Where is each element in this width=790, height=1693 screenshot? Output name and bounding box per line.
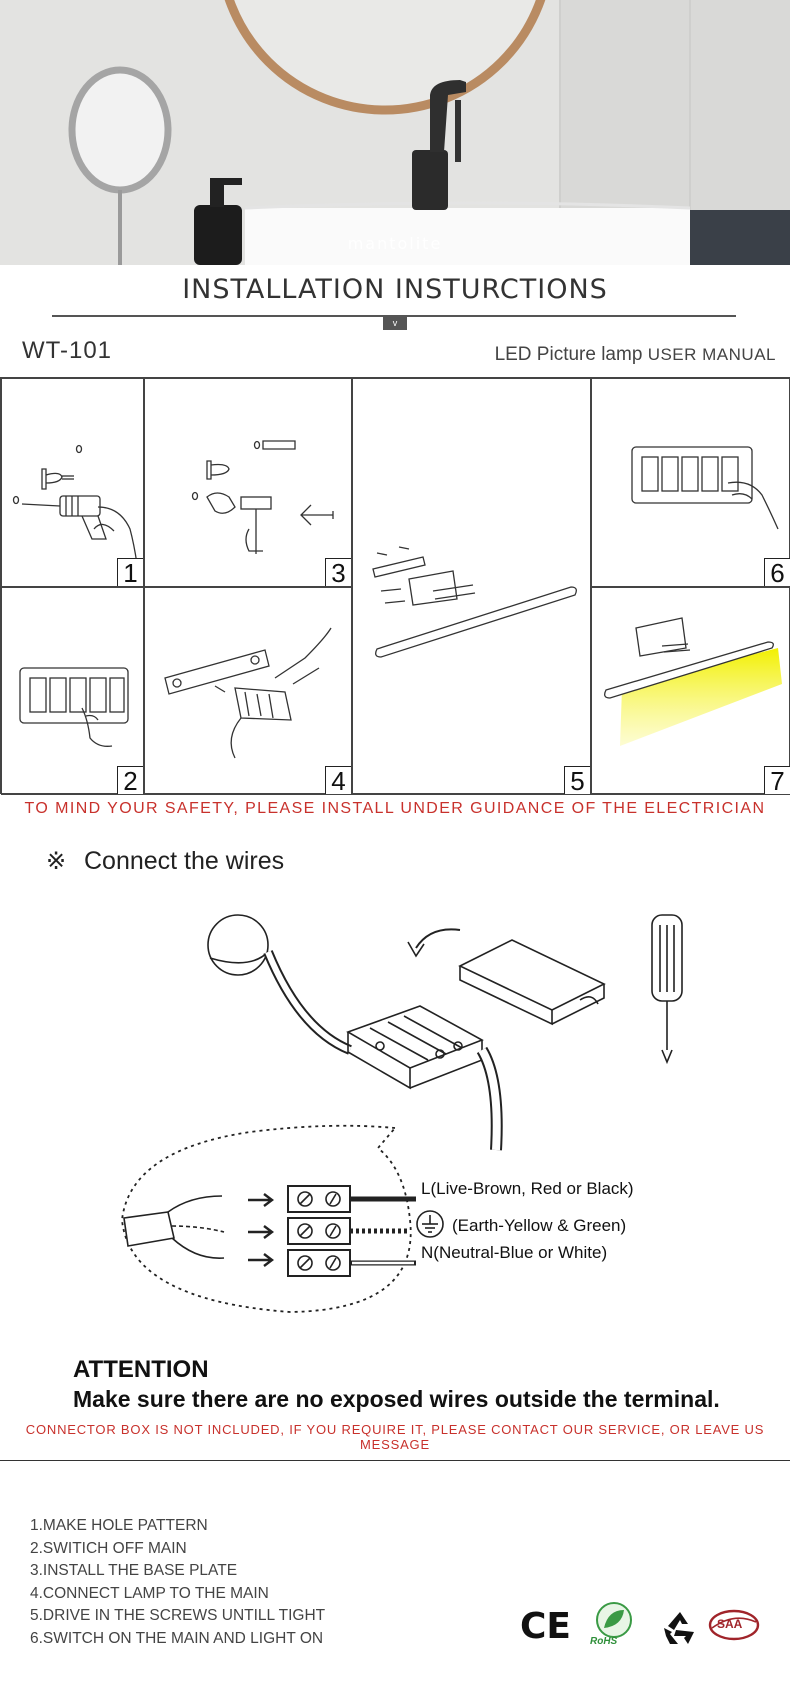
step-cell-1: 1 bbox=[1, 378, 144, 587]
list-item: 3.INSTALL THE BASE PLATE bbox=[30, 1562, 238, 1579]
connector-notice: CONNECTOR BOX IS NOT INCLUDED, IF YOU RE… bbox=[25, 1422, 765, 1452]
step-cell-2: 2 bbox=[1, 587, 144, 795]
manual-label: USER MANUAL bbox=[647, 345, 776, 364]
step-cell-6: 6 bbox=[591, 378, 790, 587]
wiring-diagram: L(Live-Brown, Red or Black) (Earth-Yello… bbox=[0, 900, 790, 1320]
certification-logos: CE RoHS SAA bbox=[520, 1600, 780, 1660]
neutral-wire-label: N(Neutral-Blue or White) bbox=[421, 1243, 608, 1262]
list-item: 1.MAKE HOLE PATTERN bbox=[30, 1517, 208, 1534]
step-number: 1 bbox=[117, 558, 143, 587]
ce-mark-icon: CE bbox=[520, 1606, 572, 1647]
connect-title: Connect the wires bbox=[84, 847, 285, 875]
reference-mark: ※ bbox=[46, 848, 67, 875]
saa-label: SAA bbox=[717, 1617, 743, 1631]
recycle-icon bbox=[664, 1612, 694, 1644]
page-title: INSTALLATION INSTURCTIONS bbox=[182, 274, 608, 305]
step-number: 6 bbox=[764, 558, 790, 587]
installation-steps-grid: 1 2 3 bbox=[0, 377, 790, 795]
hero-photo: mantolite bbox=[0, 0, 790, 265]
step-cell-3: 3 bbox=[144, 378, 352, 587]
list-item: 6.SWITCH ON THE MAIN AND LIGHT ON bbox=[30, 1629, 324, 1647]
rohs-leaf-icon bbox=[596, 1602, 632, 1638]
list-item: 5.DRIVE IN THE SCREWS UNTILL TIGHT bbox=[30, 1607, 326, 1624]
step-number: 5 bbox=[564, 766, 590, 795]
step-number: 4 bbox=[325, 766, 351, 795]
rohs-label: RoHS bbox=[590, 1636, 618, 1647]
section-divider bbox=[0, 1460, 790, 1461]
step-cell-5: 5 bbox=[352, 378, 591, 795]
step-number: 7 bbox=[764, 766, 790, 795]
earth-wire-label: (Earth-Yellow & Green) bbox=[452, 1216, 627, 1235]
product-name: LED Picture lamp bbox=[494, 344, 643, 365]
steps-list: 1.MAKE HOLE PATTERN 2.SWITICH OFF MAIN 3… bbox=[30, 1515, 325, 1650]
step-cell-7: 7 bbox=[591, 587, 790, 795]
attention-body: Make sure there are no exposed wires out… bbox=[73, 1386, 720, 1412]
title-tab: v bbox=[383, 317, 407, 330]
step-cell-4: 4 bbox=[144, 587, 352, 795]
list-item: 4.CONNECT LAMP TO THE MAIN bbox=[30, 1584, 269, 1602]
title-divider bbox=[52, 315, 736, 317]
list-item: 2.SWITICH OFF MAIN bbox=[30, 1539, 187, 1557]
live-wire-label: L(Live-Brown, Red or Black) bbox=[421, 1179, 634, 1198]
safety-notice: TO MIND YOUR SAFETY, PLEASE INSTALL UNDE… bbox=[24, 800, 766, 817]
attention-heading: ATTENTION bbox=[73, 1356, 209, 1383]
brand-watermark: mantolite bbox=[347, 234, 443, 253]
step-number: 2 bbox=[117, 766, 143, 795]
step-number: 3 bbox=[325, 558, 351, 587]
saa-approval-icon bbox=[708, 1609, 760, 1641]
model-number: WT-101 bbox=[22, 337, 113, 364]
connect-heading: ※ Connect the wires bbox=[46, 847, 284, 876]
product-heading: LED Picture lamp USER MANUAL bbox=[495, 344, 776, 366]
